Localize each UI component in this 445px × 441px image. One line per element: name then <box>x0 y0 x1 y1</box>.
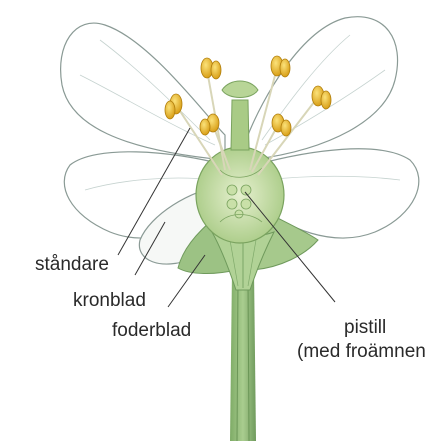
stem <box>230 270 256 441</box>
petal-top-left <box>61 23 225 160</box>
label-kronblad: kronblad <box>73 291 146 311</box>
label-pistill-note: (med froämnen <box>297 342 426 362</box>
label-pistill: pistill <box>344 318 386 338</box>
anther <box>200 119 210 135</box>
stigma <box>222 81 258 98</box>
anther <box>321 91 331 109</box>
label-standare: ståndare <box>35 255 109 275</box>
ovary <box>196 147 284 243</box>
label-foderblad: foderblad <box>112 321 191 341</box>
anther <box>280 59 290 77</box>
anther <box>211 61 221 79</box>
anther <box>281 120 291 136</box>
anther <box>165 101 175 119</box>
